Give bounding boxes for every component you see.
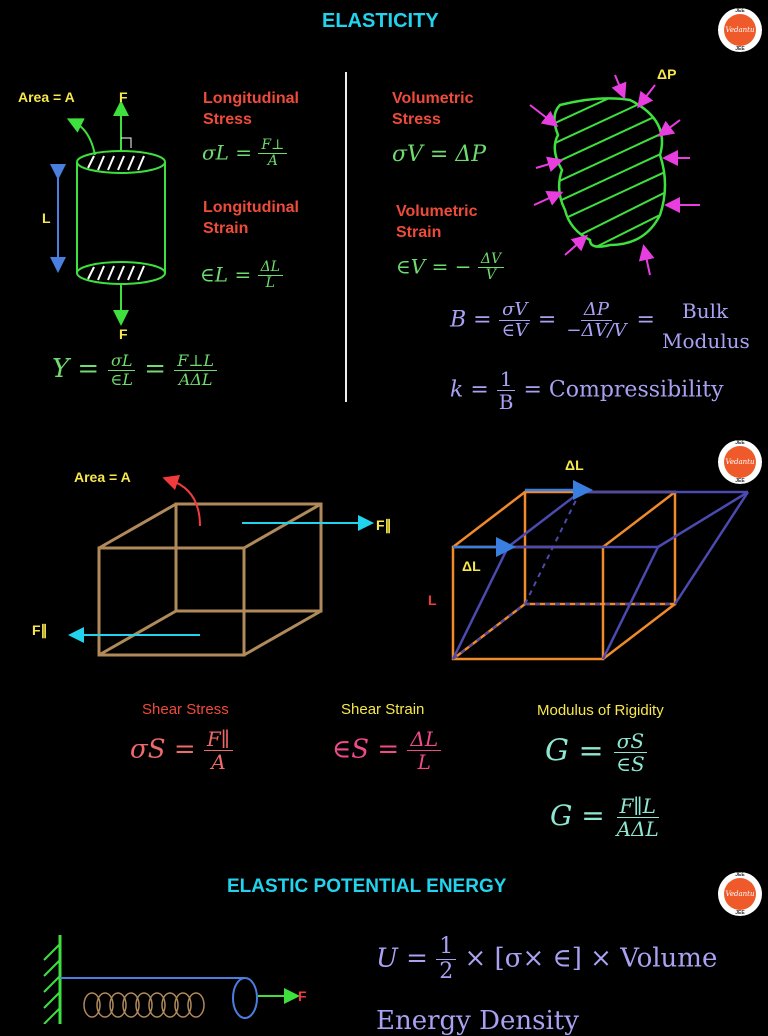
- cylinder-diagram: [50, 100, 166, 326]
- force-top-label: F: [119, 89, 128, 105]
- delta-l-top-label: ΔL: [565, 457, 584, 473]
- vedantu-logo-3: JEE Vedantu JEE: [718, 872, 762, 916]
- rigidity-formula-1: G = σS∈S: [545, 730, 648, 775]
- longitudinal-stress-formula: σL = F⊥A: [202, 137, 288, 170]
- volumetric-strain-label: Volumetric Strain: [396, 203, 478, 241]
- vedantu-logo-2: JEE Vedantu JEE: [718, 440, 762, 484]
- energy-title: ELASTIC POTENTIAL ENERGY: [227, 876, 507, 897]
- rigidity-label: Modulus of Rigidity: [537, 702, 664, 719]
- volumetric-stress-formula: σV = ΔP: [392, 142, 487, 167]
- area-label: Area = A: [18, 89, 75, 105]
- spring-diagram: [43, 935, 300, 1024]
- shear-cube-diagram: [68, 474, 374, 657]
- volumetric-stress-label: Volumetric Stress: [392, 90, 474, 128]
- longitudinal-stress-label: Longitudinal Stress: [203, 90, 299, 128]
- delta-l-side-label: ΔL: [462, 558, 481, 574]
- volumetric-blob-diagram: [529, 74, 700, 276]
- longitudinal-strain-label: Longitudinal Strain: [203, 199, 299, 237]
- bulk-modulus-text: Bulk Modulus: [662, 299, 750, 353]
- shear-stress-label: Shear Stress: [142, 701, 229, 718]
- spring-force-label: F: [298, 988, 307, 1004]
- page-title: ELASTICITY: [322, 10, 439, 32]
- vedantu-logo: JEE Vedantu JEE: [718, 8, 762, 52]
- shear-stress-formula: σS = F∥A: [130, 728, 233, 773]
- shear-strain-label: Shear Strain: [341, 701, 425, 718]
- length-l-label: L: [428, 592, 437, 608]
- bulk-modulus-formula: B = σV∈V = ΔP−ΔV/V =: [450, 299, 655, 341]
- shear-force-top-label: F∥: [376, 517, 392, 533]
- shear-deformation-diagram: [451, 480, 750, 661]
- force-bottom-label: F: [119, 326, 128, 342]
- pressure-label: ΔP: [657, 66, 677, 82]
- shear-area-label: Area = A: [74, 469, 131, 485]
- length-label: L: [42, 210, 51, 226]
- energy-density-label: Energy Density: [376, 1006, 579, 1036]
- section-divider: [345, 72, 347, 402]
- shear-force-bottom-label: F∥: [32, 622, 48, 638]
